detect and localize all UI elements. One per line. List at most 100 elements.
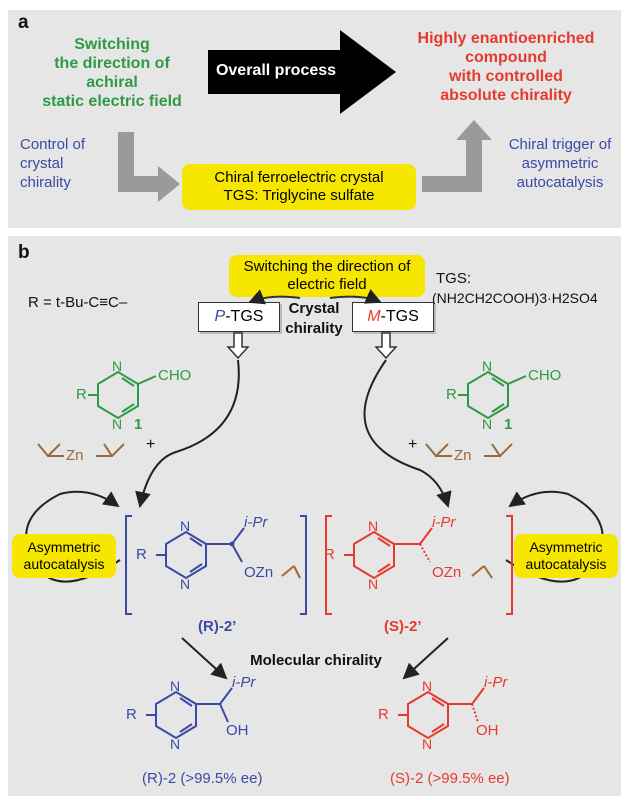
zn-label: Zn xyxy=(66,447,84,464)
compound-1-label: 1 xyxy=(134,416,143,433)
autocatalysis-line: Asymmetric xyxy=(529,539,603,556)
n-label: N xyxy=(170,678,181,694)
m-tgs-suffix: -TGS xyxy=(380,308,419,325)
trigger-text-line: autocatalysis xyxy=(516,174,604,191)
aldehyde-label: CHO xyxy=(528,367,562,384)
molecular-chirality-label: Molecular chirality xyxy=(250,652,382,669)
aldehyde-label: CHO xyxy=(158,367,192,384)
control-text-line: chirality xyxy=(20,174,71,191)
oh-label: OH xyxy=(226,722,249,739)
plus-sign: + xyxy=(146,436,156,453)
n-label: N xyxy=(368,518,379,534)
n-label: N xyxy=(482,358,493,374)
hollow-arrow-left xyxy=(226,332,250,360)
r-label: R xyxy=(324,546,335,563)
n-label: N xyxy=(422,678,433,694)
r-label: R xyxy=(136,546,147,563)
r-label: R xyxy=(126,706,137,723)
panel-b xyxy=(8,236,621,796)
right-text-line: Highly enantioenriched xyxy=(417,30,595,47)
trigger-text-line: asymmetric xyxy=(521,155,599,172)
oh-label: OH xyxy=(476,722,499,739)
m-tgs-prefix: M xyxy=(367,308,381,325)
zn-tail-blue xyxy=(281,565,301,579)
control-text-line: Control of xyxy=(20,136,86,153)
autocatalysis-box-right: Asymmetric autocatalysis xyxy=(514,534,618,578)
n-label: N xyxy=(112,358,123,374)
hollow-arrow-right xyxy=(374,332,398,360)
panel-b-label: b xyxy=(18,242,30,263)
grey-arrow-right xyxy=(422,120,492,192)
product-s-structure xyxy=(398,687,485,740)
p-tgs-prefix: P xyxy=(214,308,226,325)
split-arrow-right xyxy=(329,289,382,304)
control-text-line: crystal xyxy=(20,155,64,172)
zinc-reagent-right xyxy=(425,443,513,458)
n-label: N xyxy=(170,736,181,752)
tgs-label: TGS: xyxy=(436,270,472,287)
bracket-red-left xyxy=(325,515,332,615)
product-arrow-right xyxy=(402,637,449,680)
p-tgs-box: P-TGS xyxy=(198,302,280,332)
s2-result-label: (S)-2 (>99.5% ee) xyxy=(390,770,510,787)
product-r-structure xyxy=(146,687,233,740)
crystal-chirality-label: chirality xyxy=(285,320,343,337)
r-label: R xyxy=(446,386,457,403)
switch-box-line: Switching the direction of xyxy=(243,258,411,275)
right-text-line: compound xyxy=(465,49,547,66)
aldehyde-left-structure xyxy=(88,370,157,420)
autocatalysis-box-left: Asymmetric autocatalysis xyxy=(12,534,116,578)
tgs-formula: (NH2CH2COOH)3·H2SO4 xyxy=(432,290,598,306)
overall-process-label: Overall process xyxy=(215,62,337,79)
s2prime-label: (S)-2’ xyxy=(384,618,422,635)
ozn-label: OZn xyxy=(244,564,274,581)
zinc-reagent-left xyxy=(37,443,125,458)
trigger-text-line: Chiral trigger of xyxy=(508,136,612,153)
bracket-blue-left xyxy=(125,515,132,615)
tgs-box-line: Chiral ferroelectric crystal xyxy=(214,169,384,186)
split-arrow-left xyxy=(248,289,301,305)
switch-box-line: electric field xyxy=(287,276,367,293)
r-label: R xyxy=(378,706,389,723)
zn-label: Zn xyxy=(454,447,472,464)
bracket-blue-right xyxy=(300,515,307,615)
right-text-line: absolute chirality xyxy=(440,87,572,104)
bracket-red-right xyxy=(506,515,513,615)
crystal-chirality-label: Crystal xyxy=(288,300,340,317)
ipr-label: i-Pr xyxy=(244,514,268,531)
tgs-box-line: TGS: Triglycine sulfate xyxy=(223,187,375,204)
ipr-label: i-Pr xyxy=(432,514,456,531)
panel-a-label: a xyxy=(18,12,29,33)
ozn-label: OZn xyxy=(432,564,462,581)
autocatalysis-line: autocatalysis xyxy=(23,556,105,572)
n-label: N xyxy=(368,576,379,592)
zn-tail-red xyxy=(471,565,493,579)
autocatalysis-line: Asymmetric xyxy=(27,539,101,556)
reaction-arrow-left xyxy=(135,359,240,508)
left-text-line: the direction of xyxy=(54,55,170,72)
grey-arrow-left xyxy=(118,132,180,202)
ipr-label: i-Pr xyxy=(232,674,256,691)
n-label: N xyxy=(482,416,493,432)
p-tgs-suffix: -TGS xyxy=(225,308,264,325)
compound-1-label: 1 xyxy=(504,416,513,433)
product-arrow-left xyxy=(181,637,228,680)
r2prime-label: (R)-2’ xyxy=(198,618,237,635)
plus-sign: + xyxy=(408,436,418,453)
overall-process-arrow xyxy=(208,30,396,114)
n-label: N xyxy=(422,736,433,752)
intermediate-r-structure xyxy=(156,527,245,580)
tgs-crystal-box: Chiral ferroelectric crystal TGS: Trigly… xyxy=(182,164,416,210)
right-text-line: with controlled xyxy=(449,68,563,85)
intermediate-s-structure xyxy=(344,527,433,580)
n-label: N xyxy=(180,518,191,534)
autocatalysis-line: autocatalysis xyxy=(525,556,607,572)
n-label: N xyxy=(112,416,123,432)
left-text-line: Switching xyxy=(74,36,150,53)
m-tgs-box: M-TGS xyxy=(352,302,434,332)
n-label: N xyxy=(180,576,191,592)
left-text-line: static electric field xyxy=(42,93,182,110)
r-definition: R = t-Bu-C≡C– xyxy=(28,294,128,311)
